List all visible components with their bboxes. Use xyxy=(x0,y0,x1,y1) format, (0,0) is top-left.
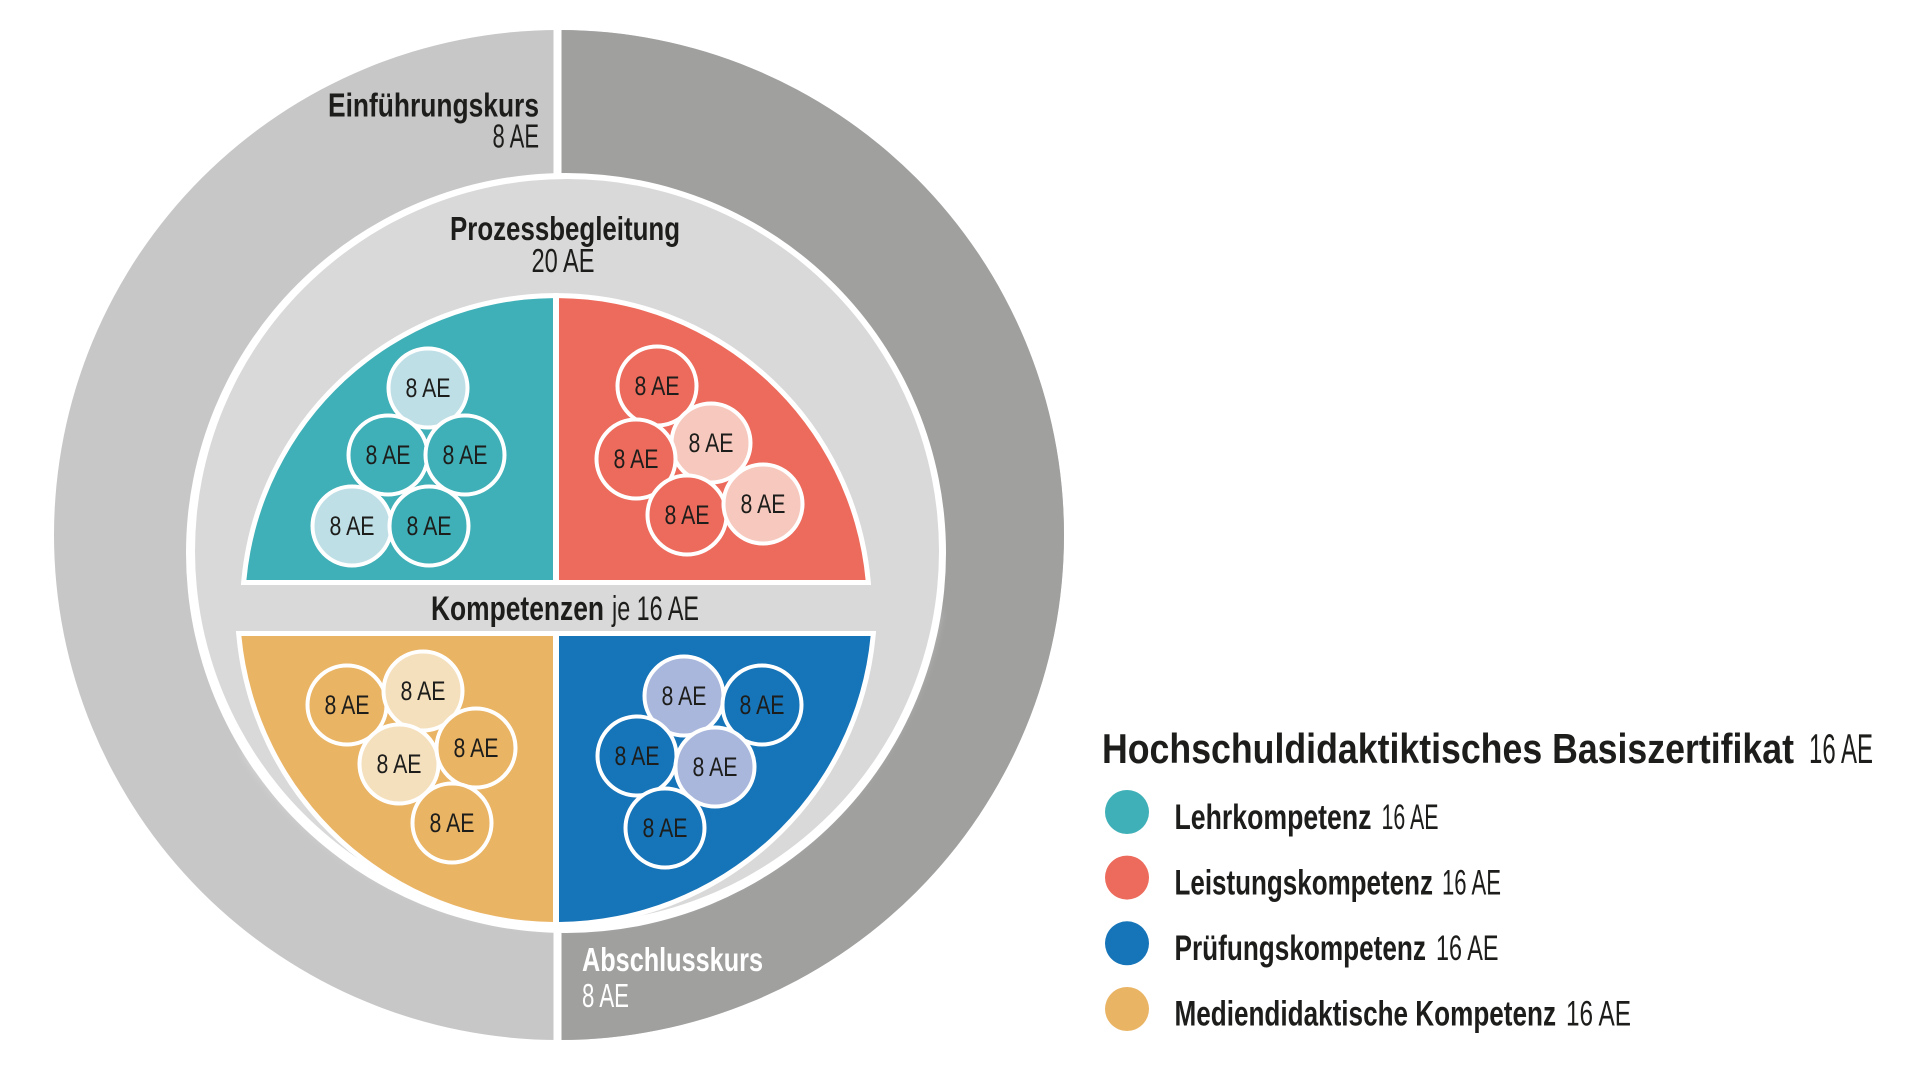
svg-text:8 AE: 8 AE xyxy=(366,440,411,470)
svg-text:8 AE: 8 AE xyxy=(740,690,785,720)
svg-text:Leistungskompetenz: Leistungskompetenz xyxy=(1175,864,1434,903)
svg-text:Prüfungskompetenz: Prüfungskompetenz xyxy=(1175,929,1427,968)
svg-text:16 AE: 16 AE xyxy=(1809,725,1873,772)
svg-text:16 AE: 16 AE xyxy=(1382,798,1439,837)
svg-text:8 AE: 8 AE xyxy=(665,500,710,530)
svg-text:8 AE: 8 AE xyxy=(325,690,370,720)
svg-text:Mediendidaktische Kompetenz: Mediendidaktische Kompetenz xyxy=(1175,995,1557,1034)
svg-text:16 AE: 16 AE xyxy=(1436,929,1499,968)
svg-text:8 AE: 8 AE xyxy=(693,752,738,782)
svg-text:8 AE: 8 AE xyxy=(401,676,446,706)
svg-text:8 AE: 8 AE xyxy=(443,440,488,470)
svg-text:8 AE: 8 AE xyxy=(430,808,475,838)
svg-text:8 AE: 8 AE xyxy=(406,373,451,403)
svg-text:16 AE: 16 AE xyxy=(1442,864,1501,903)
svg-text:8 AE: 8 AE xyxy=(493,118,540,155)
svg-text:8 AE: 8 AE xyxy=(407,511,452,541)
svg-text:Kompetenzen: Kompetenzen xyxy=(431,590,604,628)
svg-text:Abschlusskurs: Abschlusskurs xyxy=(582,941,763,978)
svg-text:8 AE: 8 AE xyxy=(741,489,786,519)
svg-text:Hochschuldidaktiktisches Basis: Hochschuldidaktiktisches Basiszertifikat xyxy=(1102,725,1794,772)
svg-text:8 AE: 8 AE xyxy=(454,733,499,763)
svg-text:8 AE: 8 AE xyxy=(643,813,688,843)
svg-text:16 AE: 16 AE xyxy=(1566,995,1631,1034)
svg-text:8 AE: 8 AE xyxy=(582,977,629,1014)
svg-text:8 AE: 8 AE xyxy=(377,749,422,779)
svg-text:8 AE: 8 AE xyxy=(614,444,659,474)
svg-text:je 16 AE: je 16 AE xyxy=(611,590,699,628)
svg-text:Prozessbegleitung: Prozessbegleitung xyxy=(450,210,680,247)
svg-text:8 AE: 8 AE xyxy=(330,511,375,541)
svg-text:8 AE: 8 AE xyxy=(635,371,680,401)
svg-text:Lehrkompetenz: Lehrkompetenz xyxy=(1175,798,1372,837)
svg-text:8 AE: 8 AE xyxy=(615,741,660,771)
svg-text:Einführungskurs: Einführungskurs xyxy=(328,87,539,124)
svg-text:8 AE: 8 AE xyxy=(662,681,707,711)
svg-text:20 AE: 20 AE xyxy=(532,242,595,279)
svg-text:8 AE: 8 AE xyxy=(689,428,734,458)
